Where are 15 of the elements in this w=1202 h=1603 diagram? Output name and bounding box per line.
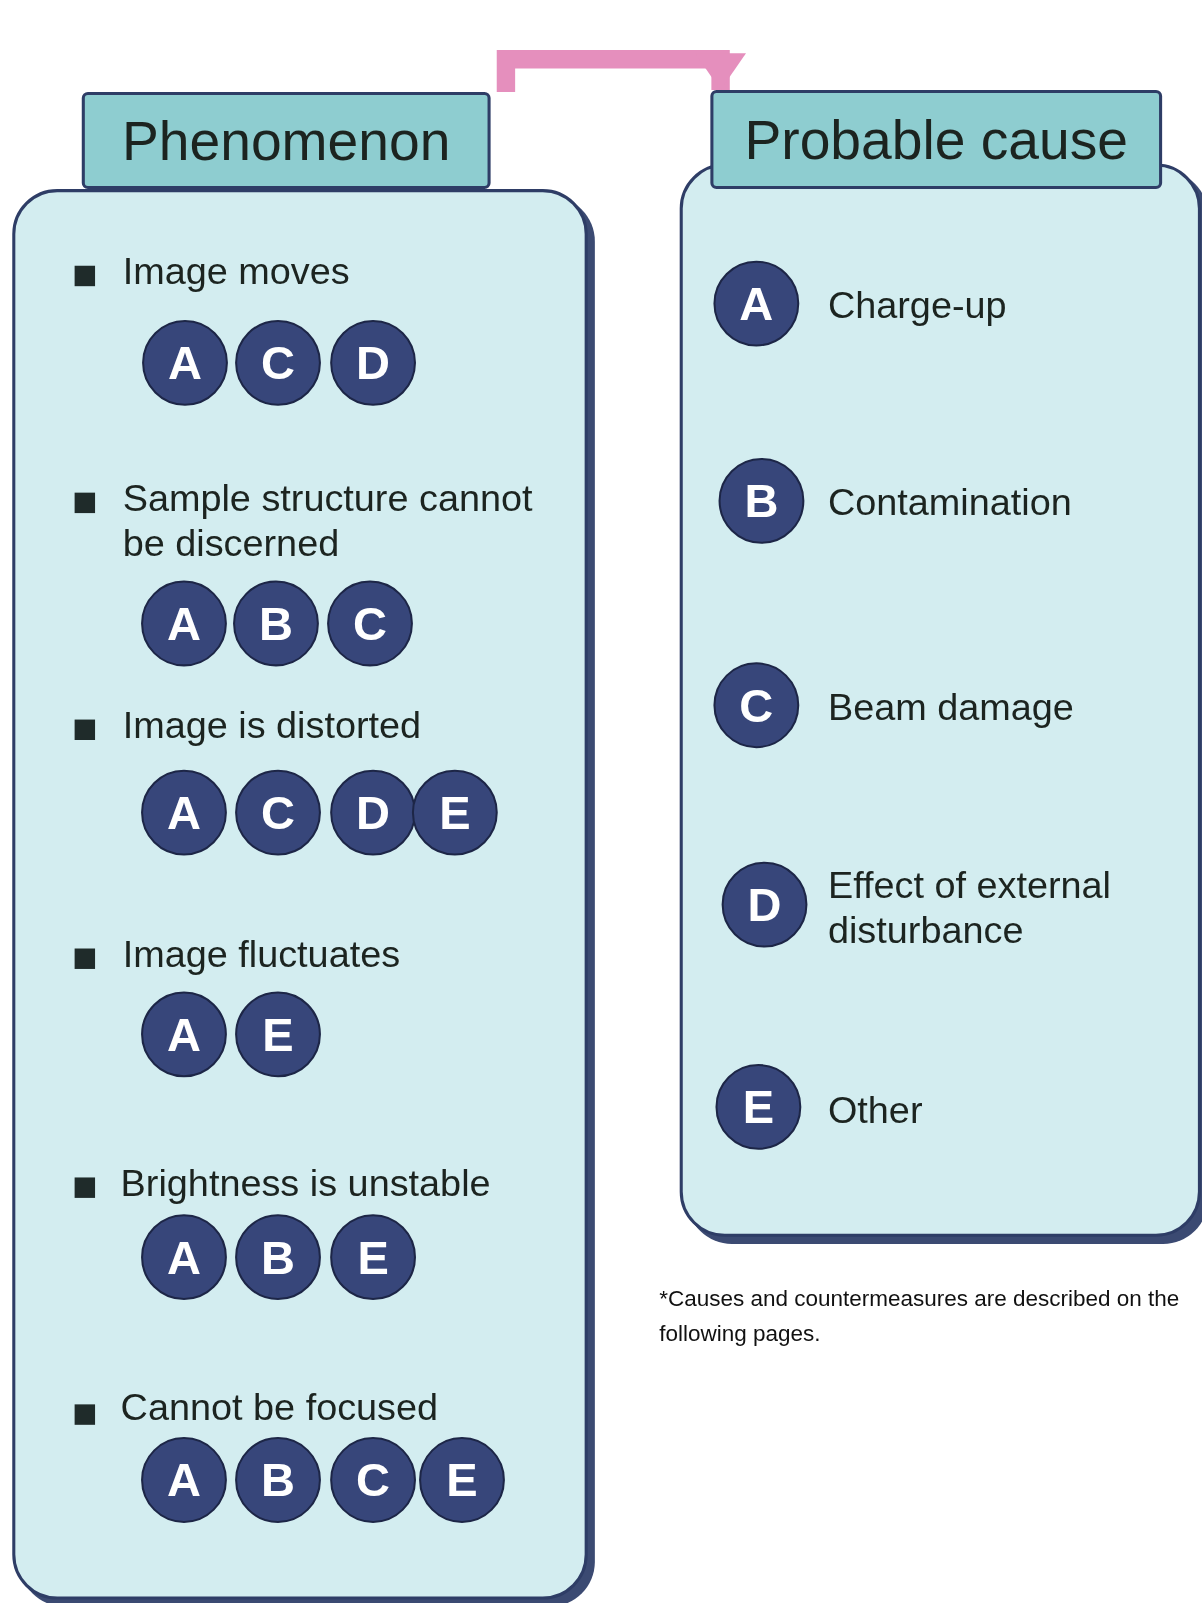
cause-label: Effect of external disturbance [827,863,1112,954]
panel-title: Phenomenon [122,108,451,173]
arrow [496,50,747,92]
panel-title: Probable cause [744,107,1128,172]
phenomenon-label: Brightness is unstable [120,1161,492,1207]
phenomenon-label: Image moves [122,249,351,295]
cause-label: Contamination [827,480,1073,526]
phenomenon-label: Sample structure cannot be discerned [122,476,534,567]
cause-label: Charge-up [827,283,1008,329]
phenomenon-label: Cannot be focused [120,1384,440,1430]
cause-label: Other [827,1088,924,1134]
footnote: *Causes and countermeasures are described on the following pages. [659,1284,1181,1349]
cause-label: Beam damage [827,684,1075,730]
phenomenon-label: Image fluctuates [122,932,402,978]
phenomenon-label: Image is distorted [122,703,423,749]
